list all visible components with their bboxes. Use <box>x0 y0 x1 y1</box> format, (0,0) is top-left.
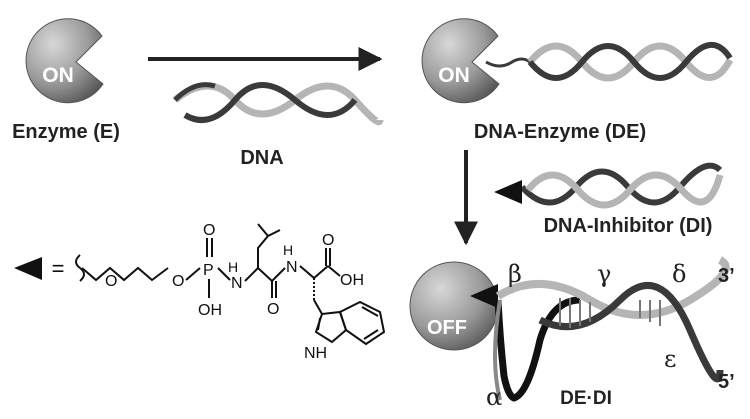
leucine-sidechain <box>257 223 281 268</box>
label-gamma: γ <box>597 260 611 288</box>
di-caption: DNA-Inhibitor (DI) <box>544 215 713 237</box>
atom-h1: H <box>228 259 238 275</box>
complex-inhibitor-triangle <box>470 284 498 308</box>
trp-backbone <box>299 265 329 280</box>
de-di-complex: OFF <box>409 256 730 402</box>
inhibitor-legend: = O O P O OH H N O H N O OH <box>14 222 386 362</box>
de-linker <box>485 57 531 68</box>
indole-double-2 <box>363 329 379 340</box>
de-state-label: ON <box>438 64 470 87</box>
dna-inhibitor <box>494 162 724 209</box>
atom-h2: H <box>283 242 293 258</box>
bond-p-n <box>217 267 231 281</box>
legend-wavy-bond <box>75 254 85 282</box>
legend-skeleton-chain <box>81 266 169 282</box>
atom-o3: O <box>203 222 215 239</box>
atom-oh2: OH <box>340 272 364 289</box>
complex-state-label: OFF <box>427 317 467 339</box>
atom-o1: O <box>105 273 117 290</box>
atom-o2: O <box>172 273 184 290</box>
atom-oh1: OH <box>198 302 222 319</box>
label-alpha: α <box>486 383 502 411</box>
dna-free-helix <box>172 82 384 126</box>
enzyme-caption: Enzyme (E) <box>12 121 120 143</box>
di-inhibitor-triangle <box>494 180 522 204</box>
atom-nh: NH <box>304 345 327 362</box>
bond-o-p <box>185 267 201 281</box>
atom-o5: O <box>322 232 334 249</box>
enzyme-free: ON <box>25 18 104 104</box>
dna-strand-dark-end <box>173 82 216 102</box>
dna-enzyme-conjugate: ON <box>421 18 734 104</box>
di-strand-light <box>525 171 724 209</box>
dna-caption: DNA <box>240 147 283 169</box>
complex-caption: DE·DI <box>560 388 612 409</box>
complex-strand-alpha-light <box>493 299 502 401</box>
indole-pyrrole-ring <box>314 310 348 344</box>
indole-benzene-ring <box>338 300 386 346</box>
de-strand-dark <box>527 41 733 81</box>
end-5-prime: 5’ <box>718 371 735 393</box>
end-3-prime: 3’ <box>718 265 735 287</box>
label-beta: β <box>508 260 522 288</box>
di-strand-dark <box>519 162 723 206</box>
complex-base-pairs <box>559 298 661 328</box>
de-caption: DNA-Enzyme (DE) <box>474 121 646 143</box>
label-epsilon: ε <box>664 345 676 373</box>
leucine-backbone <box>244 266 286 283</box>
complex-strand-top <box>495 256 730 319</box>
atom-n1: N <box>231 275 243 292</box>
legend-triangle <box>14 257 42 280</box>
complex-strand-bottom <box>538 281 724 383</box>
complex-strand-alpha <box>494 296 581 402</box>
de-enzyme-shape <box>421 18 500 104</box>
enzyme-state-label: ON <box>42 64 74 87</box>
bond-ch2 <box>313 299 323 315</box>
label-delta: δ <box>672 260 686 288</box>
enzyme-pacman-shape <box>25 18 104 104</box>
indole-double-1 <box>361 306 379 317</box>
indole-double-3 <box>317 317 321 331</box>
bond-c-oh <box>327 265 341 277</box>
atom-o4: O <box>267 301 279 318</box>
atom-n2: N <box>286 259 298 276</box>
atom-p: P <box>203 262 214 279</box>
dna-strand-dark <box>183 82 358 123</box>
legend-equals: = <box>52 256 65 281</box>
